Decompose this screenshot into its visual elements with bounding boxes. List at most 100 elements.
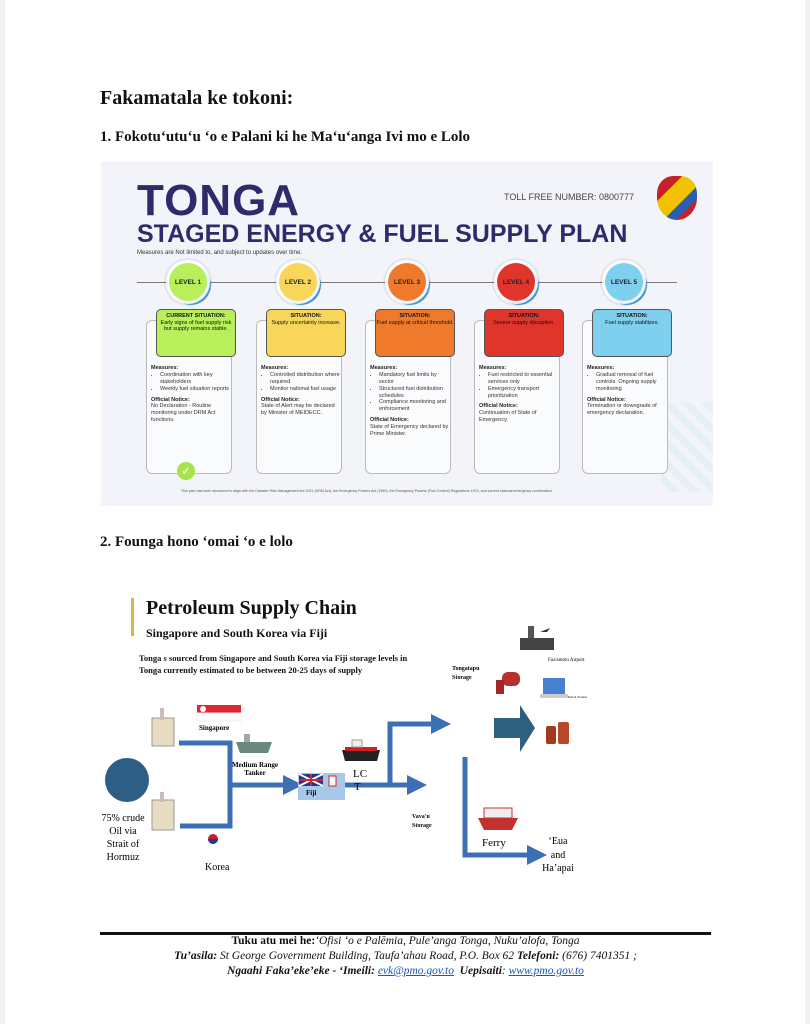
flow-arrows xyxy=(179,714,547,865)
situation-title: SITUATION: xyxy=(508,313,540,319)
measure-item: Monitor national fuel usage xyxy=(270,386,341,393)
airport-label: Fua'amotu Airport xyxy=(548,658,585,663)
footer-label: Tuku atu mei he: xyxy=(231,935,316,947)
situation-text: Early signs of fuel supply risk but supp… xyxy=(160,319,232,333)
refinery-icon xyxy=(151,708,175,747)
notice-text: No Declaration - Routine monitoring unde… xyxy=(151,403,216,424)
singapore-label: Singapore xyxy=(199,724,229,732)
chain-subtitle: Singapore and South Korea via Fiji xyxy=(146,626,328,640)
lct-ship-icon xyxy=(342,739,380,761)
notice-text: State of Emergency declared by Prime Min… xyxy=(370,424,449,437)
level-badge: LEVEL 1 xyxy=(169,263,207,301)
chain-title: Petroleum Supply Chain xyxy=(146,597,357,619)
measures-list: Fuel restricted to essential services on… xyxy=(479,372,559,400)
fuel-truck-icon xyxy=(496,672,520,694)
notice-label: Official Notice: xyxy=(370,417,409,424)
level-badge: LEVEL 5 xyxy=(605,263,643,301)
coat-of-arms-icon xyxy=(657,176,697,220)
measure-item: Mandatory fuel limits by sector xyxy=(379,372,450,386)
measures-list: Coordination with key stakeholdersWeekly… xyxy=(151,372,231,393)
fiji-label: Fiji xyxy=(306,789,317,797)
situation-text: Severe supply disruption. xyxy=(493,319,555,326)
measure-item: Emergency transport prioritization xyxy=(488,386,559,400)
decorative-pattern xyxy=(661,402,713,492)
footer-line-3: Ngaahi Faka’eke’eke - ‘Imeili: evk@pmo.g… xyxy=(227,965,584,977)
website-link[interactable]: www.pmo.gov.to xyxy=(508,965,584,977)
petrol-station-icon xyxy=(540,678,568,698)
situation-box: SITUATION: Supply uncertainty increase. xyxy=(266,309,346,357)
situation-text: Fuel supply stabilizes. xyxy=(605,319,659,326)
heading: Fakamatala ke tokoni: xyxy=(100,87,294,109)
petrol-station-label: Petrol Station xyxy=(568,695,587,699)
email-link[interactable]: evk@pmo.gov.to xyxy=(377,965,454,977)
chain-description: Tonga s sourced from Singapore and South… xyxy=(139,652,407,676)
footer-line-1: Tuku atu mei he:‘Ofisi ‘o e Palēmia, Pul… xyxy=(100,935,711,947)
plan-footnote: This plan has been structured to align w… xyxy=(181,489,553,493)
ferry-icon xyxy=(478,807,518,830)
plan-title: TONGA xyxy=(137,176,301,225)
notice-text: Termination or downgrade of emergency de… xyxy=(587,403,657,417)
situation-text: Supply uncertainty increase. xyxy=(271,319,341,326)
situation-text: Fuel supply at critical threshold. xyxy=(376,319,454,326)
crude-oil-circle xyxy=(105,758,149,802)
footer-label: Telefoni: xyxy=(516,950,560,962)
measure-item: Fuel restricted to essential services on… xyxy=(488,372,559,386)
measure-item: Coordination with key stakeholders xyxy=(160,372,231,386)
check-icon: ✓ xyxy=(177,462,195,480)
footer-label: Tu’asila: xyxy=(174,950,218,962)
notice-text: Continuation of State of Emergency. xyxy=(479,410,537,424)
ferry-label: Ferry xyxy=(482,837,506,849)
level-details: Measures: Gradual removal of fuel contro… xyxy=(587,365,667,417)
measure-item: Controlled distribution where required xyxy=(270,372,341,386)
situation-box: CURRENT SITUATION: Early signs of fuel s… xyxy=(156,309,236,357)
plan-note: Measures are Not limited to, and subject… xyxy=(137,250,303,256)
notice-label: Official Notice: xyxy=(479,403,518,410)
arrow-to-eua xyxy=(462,757,547,865)
situation-title: SITUATION: xyxy=(290,313,322,319)
measures-list: Controlled distribution where requiredMo… xyxy=(261,372,341,393)
notice-label: Official Notice: xyxy=(261,396,300,403)
footer-address: St George Government Building, Taufa’aha… xyxy=(217,950,517,962)
source-merge-line xyxy=(179,740,233,829)
footer-office: ‘Ofisi ‘o e Palēmia, Pule’anga Tonga, Nu… xyxy=(315,935,580,947)
notice-label: Official Notice: xyxy=(151,396,190,403)
footer-phone: (676) 7401351 ; xyxy=(559,950,637,962)
title-accent-bar xyxy=(131,598,134,636)
chain-description-line: Tonga currently estimated to be between … xyxy=(139,665,363,675)
footer-label: Ngaahi Faka’eke’eke - ‘Imeili: xyxy=(227,965,375,977)
situation-box: SITUATION: Severe supply disruption. xyxy=(484,309,564,357)
footer-divider xyxy=(100,932,711,935)
situation-title: CURRENT SITUATION: xyxy=(166,313,226,319)
plan-subtitle: STAGED ENERGY & FUEL SUPPLY PLAN xyxy=(137,220,628,248)
measure-item: Structured fuel distribution schedules xyxy=(379,386,450,400)
airport-icon xyxy=(520,626,554,650)
fiji-flag-icon xyxy=(298,773,345,800)
measures-label: Measures: xyxy=(370,365,398,371)
tanker-ship-icon xyxy=(236,734,272,753)
notice-text: State of Alert may be declared by Minist… xyxy=(261,403,335,417)
notice-label: Official Notice: xyxy=(587,396,626,403)
chain-description-line: Tonga s sourced from Singapore and South… xyxy=(139,653,408,663)
measures-label: Measures: xyxy=(151,365,179,371)
korea-flag-icon xyxy=(202,830,224,848)
measures-list: Mandatory fuel limits by sectorStructure… xyxy=(370,372,450,413)
fuel-drums-icon xyxy=(546,722,569,744)
footer-line-2: Tu’asila: St George Government Building,… xyxy=(100,950,711,962)
toll-free-number: TOLL FREE NUMBER: 0800777 xyxy=(504,192,635,202)
level-details: Measures: Fuel restricted to essential s… xyxy=(479,365,559,424)
level-details: Measures: Mandatory fuel limits by secto… xyxy=(370,365,450,438)
distribution-arrow-icon xyxy=(494,705,535,752)
situation-box: SITUATION: Fuel supply at critical thres… xyxy=(375,309,455,357)
measures-label: Measures: xyxy=(587,365,615,371)
footer-label: Uepisaiti xyxy=(459,965,502,977)
level-badge: LEVEL 4 xyxy=(497,263,535,301)
measures-label: Measures: xyxy=(261,365,289,371)
refinery-icon xyxy=(151,792,175,831)
arrow-to-tongatapu xyxy=(387,714,451,785)
